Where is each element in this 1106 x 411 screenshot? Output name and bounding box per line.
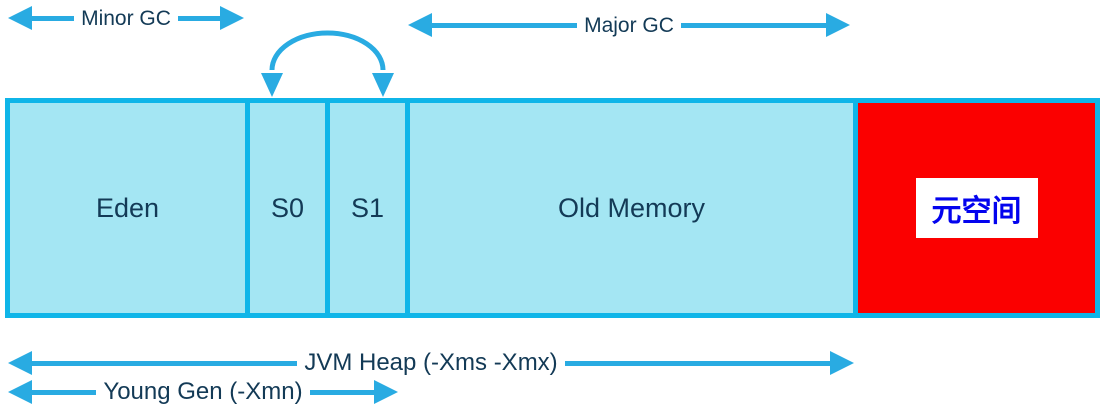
arrow-line <box>680 22 827 28</box>
arrow-line <box>32 15 75 21</box>
arrowhead-left-icon <box>408 13 432 37</box>
arc-line <box>269 30 386 71</box>
survivor0-section: S0 <box>245 103 325 313</box>
arrow-line <box>32 389 97 395</box>
young-gen-label: Young Gen (-Xmn) <box>103 378 303 405</box>
major-gc-label: Major GC <box>584 13 674 37</box>
arrowhead-right-icon <box>830 351 855 375</box>
minor-gc-label: Minor GC <box>81 6 171 30</box>
arrow-line <box>432 22 578 28</box>
arrow-line <box>32 360 298 366</box>
heap-memory-box: Eden S0 S1 Old Memory 元空间 <box>5 98 1100 318</box>
eden-label: Eden <box>95 192 160 223</box>
survivor-swap-arc-arrow <box>261 30 394 97</box>
arrow-line <box>177 15 221 21</box>
old-memory-label: Old Memory <box>557 192 706 223</box>
old-memory-section: Old Memory <box>405 103 853 313</box>
s1-label: S1 <box>350 192 385 223</box>
minor-gc-range-arrow: Minor GC <box>8 4 245 32</box>
arrow-line <box>564 360 831 366</box>
arrowhead-left-icon <box>8 351 32 375</box>
arrowhead-right-icon <box>220 6 245 30</box>
eden-section: Eden <box>10 103 245 313</box>
metaspace-section: 元空间 <box>853 103 1095 313</box>
jvm-heap-label: JVM Heap (-Xms -Xmx) <box>304 349 558 376</box>
jvm-heap-range-arrow: JVM Heap (-Xms -Xmx) <box>8 349 855 377</box>
arrowhead-down-left-icon <box>261 73 283 97</box>
young-gen-range-arrow: Young Gen (-Xmn) <box>8 378 398 406</box>
s0-label: S0 <box>270 192 305 223</box>
arrowhead-right-icon <box>826 13 851 37</box>
arrowhead-right-icon <box>374 380 398 404</box>
major-gc-range-arrow: Major GC <box>408 11 851 39</box>
survivor1-section: S1 <box>325 103 405 313</box>
arrowhead-left-icon <box>8 6 32 30</box>
arrow-line <box>309 389 374 395</box>
arrowhead-down-right-icon <box>372 73 394 97</box>
metaspace-label: 元空间 <box>915 178 1038 238</box>
arrowhead-left-icon <box>8 380 32 404</box>
